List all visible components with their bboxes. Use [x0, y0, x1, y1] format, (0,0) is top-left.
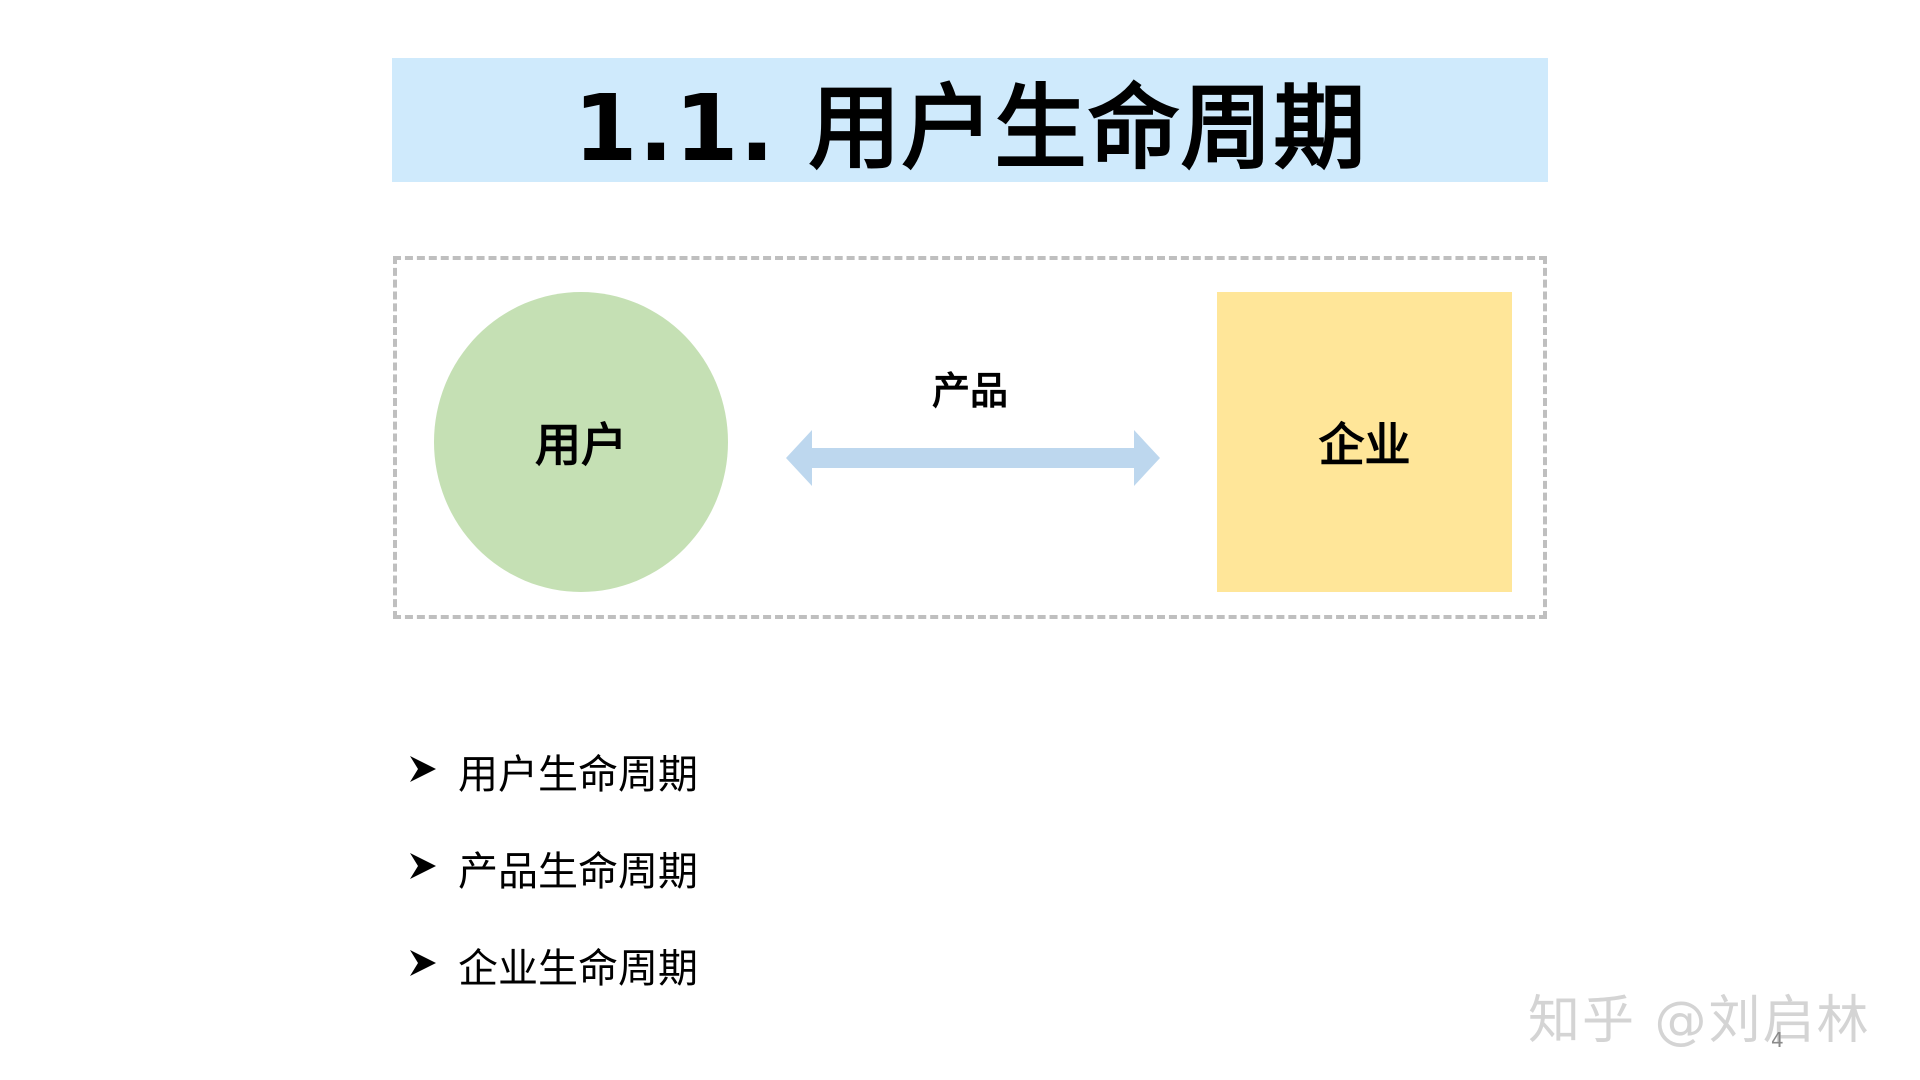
double-arrow-icon: [786, 430, 1160, 486]
user-node-label: 用户: [535, 418, 627, 472]
list-item-text: 企业生命周期: [458, 945, 698, 992]
list-item: 企业生命周期: [408, 916, 698, 1013]
arrowhead-bullet-icon: [408, 942, 458, 988]
page-number: 4: [1771, 1028, 1784, 1052]
enterprise-node: 企业: [1217, 292, 1512, 592]
enterprise-node-label: 企业: [1318, 418, 1411, 472]
list-item: 用户生命周期: [408, 722, 698, 819]
arrowhead-bullet-icon: [408, 845, 458, 891]
title-banner: 1.1. 用户生命周期: [392, 58, 1548, 182]
watermark: 知乎 @刘启林: [1528, 991, 1871, 1051]
user-node: 用户: [434, 292, 728, 592]
list-item-text: 产品生命周期: [458, 848, 698, 895]
diagram-frame: [393, 256, 1547, 619]
page-title: 1.1. 用户生命周期: [573, 74, 1367, 182]
connector-label: 产品: [931, 369, 1008, 413]
bullet-list: 用户生命周期 产品生命周期 企业生命周期: [408, 722, 698, 1013]
list-item: 产品生命周期: [408, 819, 698, 916]
list-item-text: 用户生命周期: [458, 751, 698, 798]
arrowhead-bullet-icon: [408, 748, 458, 794]
